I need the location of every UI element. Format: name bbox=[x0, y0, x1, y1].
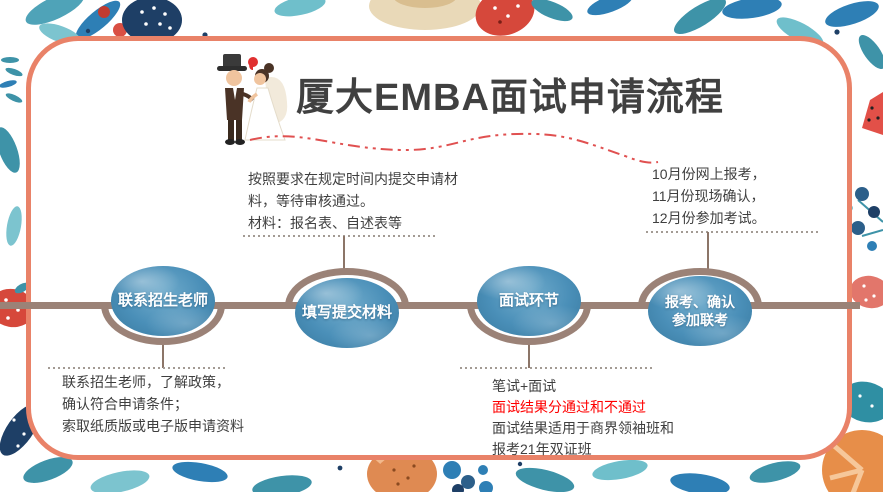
annotation-contact: 联系招生老师，了解政策， 确认符合申请条件； 索取纸质版或电子版申请资料 bbox=[62, 371, 244, 437]
annotation-line: 按照要求在规定时间内提交申请材 bbox=[248, 171, 458, 187]
annotation-exam: 10月份网上报考， 11月份现场确认， 12月份参加考试。 bbox=[652, 163, 766, 229]
node-label: 报考、确认 bbox=[665, 294, 735, 310]
annotation-interview: 笔试+面试 面试结果分通过和不通过 面试结果适用于商界领袖班和 报考21年双证班 bbox=[492, 376, 674, 460]
connector-line-4 bbox=[707, 232, 709, 269]
timeline bbox=[0, 302, 860, 309]
annotation-line: 12月份参加考试。 bbox=[652, 210, 766, 226]
annotation-line: 面试结果适用于商界领袖班和 bbox=[492, 420, 674, 436]
decor-top-left bbox=[0, 0, 208, 103]
annotation-line: 报考21年双证班 bbox=[492, 441, 592, 457]
annotation-line: 料，等待审核通过。 bbox=[248, 193, 374, 209]
dotted-line-2 bbox=[243, 235, 438, 237]
decor-top-right bbox=[674, 0, 883, 135]
annotation-line: 10月份网上报考， bbox=[652, 166, 766, 182]
connector-line-2 bbox=[343, 236, 345, 269]
flow-node-exam: 报考、确认 参加联考 bbox=[648, 276, 752, 346]
connector-line-3 bbox=[528, 343, 530, 368]
dotted-line-1 bbox=[48, 367, 228, 369]
decor-top-center bbox=[274, 0, 633, 36]
connector-line-1 bbox=[162, 343, 164, 368]
annotation-line: 联系招生老师，了解政策， bbox=[62, 374, 230, 390]
annotation-line: 11月份现场确认， bbox=[652, 188, 765, 204]
title-underline-wave bbox=[249, 132, 659, 164]
annotation-line: 笔试+面试 bbox=[492, 378, 557, 394]
annotation-line-highlight: 面试结果分通过和不通过 bbox=[492, 399, 646, 415]
flow-node-contact: 联系招生老师 bbox=[111, 266, 215, 336]
node-label: 面试环节 bbox=[498, 292, 559, 309]
flow-node-interview: 面试环节 bbox=[477, 266, 581, 336]
dotted-line-4 bbox=[646, 231, 818, 233]
decor-right-edge bbox=[822, 187, 883, 492]
dotted-line-3 bbox=[460, 367, 653, 369]
annotation-line: 索取纸质版或电子版申请资料 bbox=[62, 418, 244, 434]
annotation-materials: 按照要求在规定时间内提交申请材 料，等待审核通过。 材料：报名表、自述表等 bbox=[248, 168, 458, 234]
annotation-line: 材料：报名表、自述表等 bbox=[248, 215, 402, 231]
wedding-couple-icon bbox=[217, 54, 288, 145]
node-label: 联系招生老师 bbox=[117, 292, 208, 309]
node-label: 填写提交材料 bbox=[301, 304, 392, 321]
decor-bottom-edge bbox=[90, 447, 801, 492]
node-label: 参加联考 bbox=[672, 312, 728, 328]
page-title: 厦大EMBA面试申请流程 bbox=[296, 77, 724, 119]
content-panel bbox=[26, 36, 852, 460]
flow-node-materials: 填写提交材料 bbox=[295, 278, 399, 348]
annotation-line: 确认符合申请条件； bbox=[62, 396, 188, 412]
